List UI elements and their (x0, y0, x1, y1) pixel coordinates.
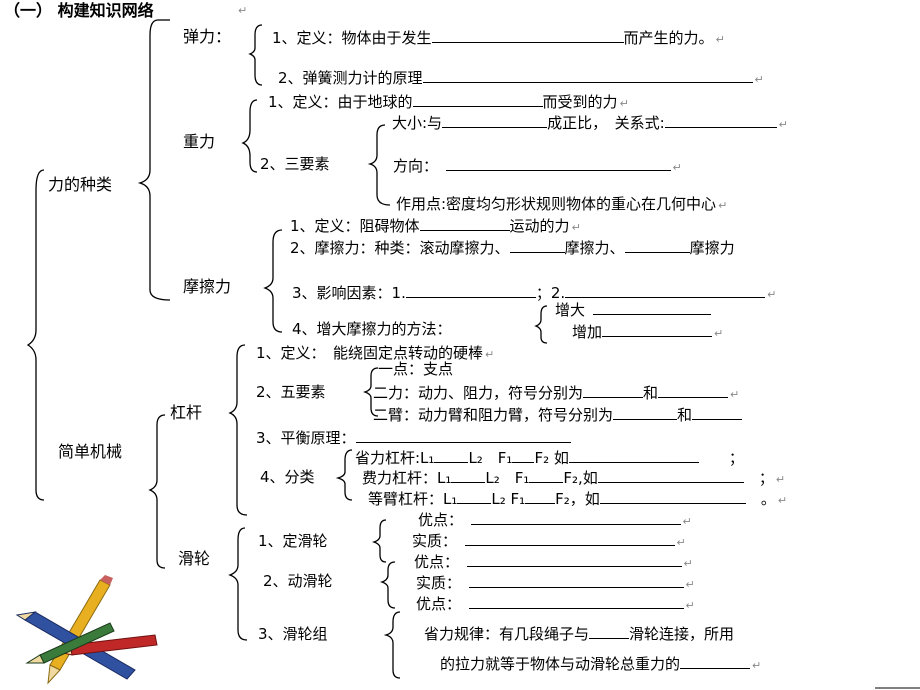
pulley-label: 滑轮 (178, 549, 211, 568)
classify-brace (335, 449, 353, 501)
lever-two-forces: 二力：动力、阻力，符号分别为和↵ (373, 384, 740, 402)
group-rule-2: 的拉力就等于物体与动滑轮总重力的↵ (440, 655, 762, 673)
friction-brace (263, 229, 283, 333)
three-elements-brace (367, 124, 391, 206)
fixed-essence: 实质： ↵ (412, 532, 686, 550)
gravity-point: 作用点:密度均匀形状规则物体的重心在几何中心↵ (396, 195, 728, 213)
lever-balance: 3、平衡原理： (256, 428, 571, 447)
pencil-green-icon (25, 622, 115, 664)
gravity-size: 大小:与成正比， 关系式:↵ (392, 114, 788, 132)
moving-brace (379, 561, 396, 609)
lever-one-point: 一点：支点 (378, 360, 454, 378)
group-brace (383, 611, 401, 679)
lever-definition: 1、定义： 能绕固定点转动的硬棒↵ (256, 344, 495, 362)
simple-machines-label: 简单机械 (58, 442, 123, 461)
machines-brace (148, 414, 166, 569)
five-elements-brace (362, 367, 379, 417)
pulley-moving: 2、动滑轮 (263, 572, 333, 590)
elastic-definition: 1、定义：物体由于发生而产生的力。↵ (272, 29, 725, 47)
lever-classify: 4、分类 (260, 468, 315, 486)
lever-label: 杠杆 (170, 403, 203, 422)
main-brace (26, 169, 45, 501)
friction-methods: 4、增大摩擦力的方法： (292, 320, 452, 338)
lever-two-arms: 二臂：动力臂和阻力臂，符号分别为和 (373, 405, 743, 424)
fixed-advantage: 优点： ↵ (418, 511, 692, 529)
friction-definition: 1、定义：阻碍物体运动的力↵ (290, 217, 581, 235)
pulley-fixed: 1、定滑轮 (258, 532, 328, 550)
elastic-principle: 2、弹簧测力计的原理↵ (278, 69, 764, 87)
friction-increase: 增大 (555, 300, 712, 319)
moving-essence: 实质： ↵ (416, 574, 695, 592)
gravity-three-elements: 2、三要素 (260, 155, 330, 173)
friction-kinds: 2、摩擦力：种类：滚动摩擦力、摩擦力、摩擦力 (290, 239, 735, 257)
gravity-direction: 方向： ↵ (393, 157, 682, 175)
friction-factors: 3、影响因素：1.；2.↵ (292, 284, 777, 302)
page-title: （一） 构建知识网络 (4, 1, 154, 20)
gravity-definition: 1、定义：由于地球的而受到的力↵ (268, 93, 629, 111)
force-types-label: 力的种类 (48, 175, 113, 194)
elastic-brace (248, 24, 263, 86)
return-mark: ↵ (238, 4, 248, 17)
elastic-label: 弹力： (183, 27, 232, 46)
moving-advantage: 优点： ↵ (414, 553, 693, 571)
friction-add: 增加↵ (572, 323, 724, 341)
friction-label: 摩擦力 (183, 277, 232, 296)
pencils-image (15, 575, 158, 685)
pulley-brace (228, 527, 248, 641)
group-rule-1: 省力规律：有几段绳子与滑轮连接，所用 (424, 625, 735, 643)
gravity-brace (241, 99, 258, 173)
fixed-brace (371, 519, 387, 563)
lever-five-elements: 2、五要素 (256, 383, 326, 401)
force-brace (137, 19, 171, 301)
lever-brace (228, 344, 248, 516)
gravity-label: 重力 (183, 132, 216, 151)
pulley-group: 3、滑轮组 (258, 625, 328, 643)
group-advantage: 优点： ↵ (416, 595, 695, 613)
methods-brace (534, 305, 548, 344)
